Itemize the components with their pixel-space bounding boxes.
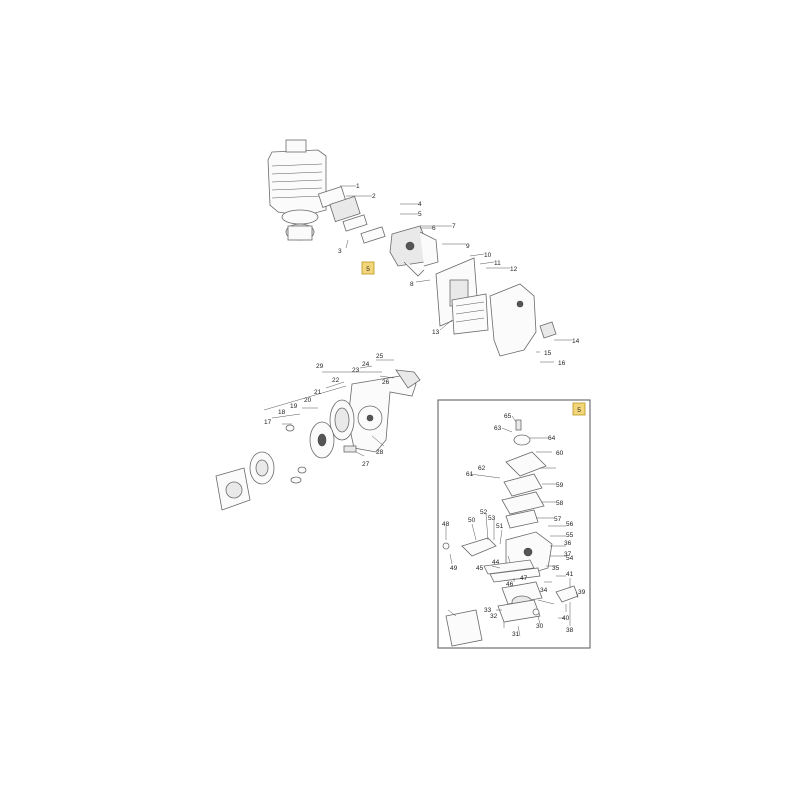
callout: 39 xyxy=(578,589,586,596)
callout: 65 xyxy=(504,413,512,420)
starter-spring xyxy=(309,421,335,459)
highlight-badge-main[interactable] xyxy=(361,261,375,275)
callout: 21 xyxy=(314,389,322,396)
callout: 23 xyxy=(352,367,360,374)
callout: 37 xyxy=(564,551,572,558)
callout: 2 xyxy=(372,193,376,200)
starter-leader-lines xyxy=(263,359,395,457)
callout: 8 xyxy=(410,281,414,288)
callout: 5 xyxy=(418,211,422,218)
main-callouts: 1 2 3 4 5 6 7 8 9 10 11 12 13 14 15 16 xyxy=(338,183,580,367)
callout: 58 xyxy=(556,500,564,507)
callout: 51 xyxy=(496,523,504,530)
callout: 30 xyxy=(536,623,544,630)
callout: 53 xyxy=(488,515,496,522)
callout: 22 xyxy=(332,377,340,384)
callout: 1 xyxy=(356,183,360,190)
callout: 28 xyxy=(376,449,384,456)
callout: 33 xyxy=(484,607,492,614)
carburetor-exploded-parts xyxy=(442,419,579,647)
flywheel-clutch xyxy=(215,451,275,511)
callout: 34 xyxy=(540,587,548,594)
callout: 13 xyxy=(432,329,440,336)
callout: 4 xyxy=(418,201,422,208)
callout: 15 xyxy=(544,350,552,357)
callout: 3 xyxy=(338,248,342,255)
callout: 36 xyxy=(564,540,572,547)
carburetor-callouts: 30 31 32 33 34 35 36 37 38 39 40 41 44 4… xyxy=(442,413,586,638)
callout: 48 xyxy=(442,521,450,528)
callout: 49 xyxy=(450,565,458,572)
main-leader-lines xyxy=(340,185,572,363)
callout: 31 xyxy=(512,631,520,638)
callout: 41 xyxy=(566,571,574,578)
callout: 24 xyxy=(362,361,370,368)
callout: 12 xyxy=(510,266,518,273)
callout: 18 xyxy=(278,409,286,416)
callout: 60 xyxy=(556,450,564,457)
callout: 26 xyxy=(382,379,390,386)
highlight-badge-inset-label: 5 xyxy=(577,407,581,414)
callout: 17 xyxy=(264,419,272,426)
cylinder-group xyxy=(267,139,327,241)
callout: 38 xyxy=(566,627,574,634)
callout: 27 xyxy=(362,461,370,468)
callout: 7 xyxy=(452,223,456,230)
callout: 19 xyxy=(290,403,298,410)
intake-gaskets xyxy=(317,186,386,244)
carburetor-leader-lines xyxy=(445,415,579,637)
callout: 16 xyxy=(558,360,566,367)
callout: 29 xyxy=(316,363,324,370)
callout: 62 xyxy=(478,465,486,472)
callout: 35 xyxy=(552,565,560,572)
callout: 57 xyxy=(554,516,562,523)
callout: 52 xyxy=(480,509,488,516)
highlight-badge-main-label: 5 xyxy=(366,266,370,273)
callout: 54 xyxy=(566,555,574,562)
starter-callouts: 17 18 19 20 21 22 23 24 25 26 27 28 29 xyxy=(264,353,390,468)
starter-housing xyxy=(347,369,421,453)
callout: 46 xyxy=(506,581,514,588)
callout: 45 xyxy=(476,565,484,572)
callout: 55 xyxy=(566,532,574,539)
callout: 10 xyxy=(484,252,492,259)
callout: 40 xyxy=(562,615,570,622)
callout: 20 xyxy=(304,397,312,404)
carburetor-body xyxy=(389,225,439,277)
callout: 44 xyxy=(492,559,500,566)
air-filter-cover xyxy=(489,283,557,357)
starter-pulley xyxy=(329,399,355,441)
callout: 6 xyxy=(432,225,436,232)
callout: 47 xyxy=(520,575,528,582)
callout: 56 xyxy=(566,521,574,528)
callout: 11 xyxy=(494,260,501,267)
callout: 63 xyxy=(494,425,502,432)
callout: 50 xyxy=(468,517,476,524)
callout: 25 xyxy=(376,353,384,360)
callout: 61 xyxy=(466,471,474,478)
callout: 9 xyxy=(466,243,470,250)
air-filter-base xyxy=(435,257,489,335)
callout: 59 xyxy=(556,482,564,489)
callout: 14 xyxy=(572,338,580,345)
callout: 32 xyxy=(490,613,498,620)
starter-small-parts xyxy=(285,424,357,484)
highlight-badge-inset[interactable] xyxy=(572,402,586,416)
callout: 64 xyxy=(548,435,556,442)
